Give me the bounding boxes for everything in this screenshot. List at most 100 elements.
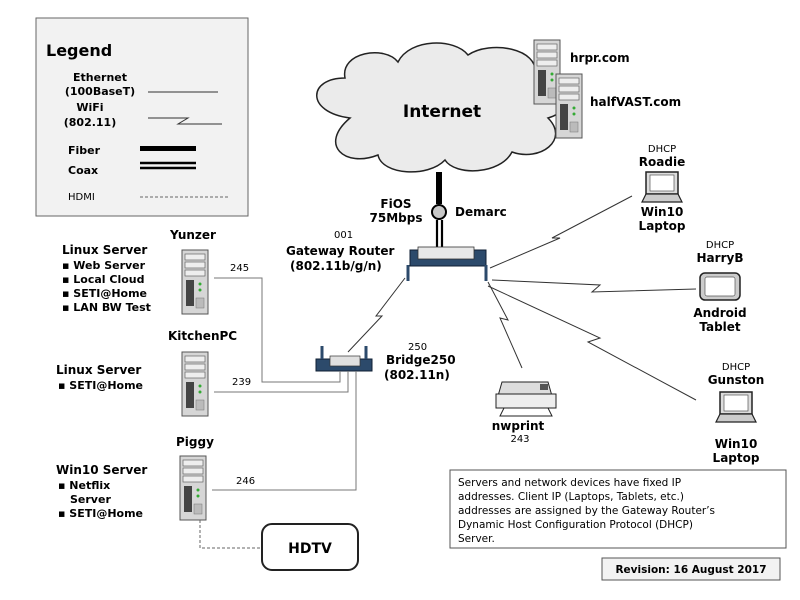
printer-ip: 243 <box>510 434 529 445</box>
internet-label: Internet <box>403 102 481 122</box>
gateway-router: 001 Gateway Router (802.11b/g/n) <box>286 230 488 281</box>
printer-name: nwprint <box>492 419 545 433</box>
piggy-service: ▪ SETI@Home <box>58 507 143 520</box>
gateway-name: Gateway Router <box>286 244 395 258</box>
gateway-ip: 001 <box>334 230 353 241</box>
internet-cloud: Internet <box>316 42 569 173</box>
legend-wifi-label-1: WiFi <box>76 101 103 114</box>
client-gunston: DHCP Gunston Win10 Laptop <box>708 362 765 465</box>
dhcp-note-line: addresses are assigned by the Gateway Ro… <box>458 505 715 517</box>
dhcp-note-box <box>449 469 787 549</box>
gunston-type-2: Laptop <box>713 451 760 465</box>
tablet-icon <box>699 272 741 301</box>
dhcp-note-line: Dynamic Host Configuration Protocol (DHC… <box>458 519 693 531</box>
legend-ethernet-label-2: (100BaseT) <box>65 85 135 98</box>
legend-coax-label: Coax <box>68 164 98 177</box>
wifi-link-gunston <box>487 285 697 401</box>
piggy-role: Win10 Server <box>56 463 147 477</box>
kitchenpc-service: ▪ SETI@Home <box>58 379 143 392</box>
revision-box <box>601 557 781 581</box>
bridge: 250 Bridge250 (802.11n) <box>315 342 456 382</box>
server-hrpr-label: hrpr.com <box>570 51 630 65</box>
server-halfvast: halfVAST.com <box>555 73 681 139</box>
wifi-link-bridge <box>347 277 406 353</box>
client-roadie: DHCP Roadie Win10 Laptop <box>639 144 686 233</box>
hdtv: HDTV <box>199 520 359 571</box>
legend-title: Legend <box>46 41 112 60</box>
yunzer-service: ▪ Local Cloud <box>62 273 145 286</box>
piggy-name: Piggy <box>176 435 214 449</box>
hdmi-link <box>199 520 262 549</box>
roadie-type-1: Win10 <box>641 205 684 219</box>
wifi-links <box>347 195 697 401</box>
printer-nwprint: nwprint 243 <box>492 381 557 445</box>
wifi-link-roadie <box>489 195 633 269</box>
uplink: FiOS 75Mbps Demarc <box>370 172 507 250</box>
ethernet-link-kitchenpc <box>214 371 349 393</box>
dhcp-note-line: addresses. Client IP (Laptops, Tablets, … <box>458 491 684 503</box>
legend-box <box>35 17 249 217</box>
legend: Legend Ethernet (100BaseT) WiFi (802.11)… <box>35 17 249 217</box>
server-hrpr: hrpr.com <box>533 39 630 105</box>
piggy-service: ▪ Netflix <box>58 479 110 492</box>
dhcp-note: Servers and network devices have fixed I… <box>449 469 787 549</box>
yunzer-role: Linux Server <box>62 243 147 257</box>
revision-label: Revision: 16 August 2017 <box>615 564 766 576</box>
fiber-link <box>436 172 442 204</box>
fios-label: FiOS <box>380 197 411 211</box>
server-tower-icon <box>181 249 209 315</box>
legend-wifi-label-2: (802.11) <box>64 116 117 129</box>
demarc-label: Demarc <box>455 205 507 219</box>
yunzer-service: ▪ SETI@Home <box>62 287 147 300</box>
server-piggy: Piggy 246 Win10 Server ▪ Netflix Server … <box>56 435 255 521</box>
hdtv-box <box>261 523 359 571</box>
printer-icon <box>495 381 557 417</box>
fios-speed-label: 75Mbps <box>370 211 423 225</box>
gateway-spec: (802.11b/g/n) <box>290 259 382 273</box>
server-tower-icon <box>179 455 207 521</box>
ethernet-link-piggy <box>212 371 357 491</box>
hdtv-label: HDTV <box>288 541 332 557</box>
piggy-service-cont: Server <box>70 493 111 506</box>
yunzer-service: ▪ Web Server <box>62 259 146 272</box>
kitchenpc-name: KitchenPC <box>168 329 237 343</box>
bridge-faceplate <box>329 355 361 367</box>
roadie-name: Roadie <box>639 155 685 169</box>
server-kitchenpc: KitchenPC 239 Linux Server ▪ SETI@Home <box>56 329 251 417</box>
dhcp-note-line: Servers and network devices have fixed I… <box>458 477 681 489</box>
bridge-ip: 250 <box>408 342 427 353</box>
gunston-name: Gunston <box>708 373 765 387</box>
legend-ethernet-label-1: Ethernet <box>73 71 127 84</box>
legend-hdmi-label: HDMI <box>68 192 95 203</box>
kitchenpc-ip: 239 <box>232 377 251 388</box>
ethernet-link-yunzer <box>214 277 341 383</box>
client-harryb: DHCP HarryB Android Tablet <box>693 240 746 334</box>
gunston-dhcp: DHCP <box>722 362 750 373</box>
laptop-icon <box>715 391 757 423</box>
wifi-link-harryb <box>491 279 697 293</box>
wifi-link-nwprint <box>487 281 523 369</box>
piggy-ip: 246 <box>236 476 255 487</box>
gunston-type-1: Win10 <box>715 437 758 451</box>
yunzer-name: Yunzer <box>169 228 216 242</box>
harryb-type-2: Tablet <box>699 320 741 334</box>
roadie-dhcp: DHCP <box>648 144 676 155</box>
laptop-icon <box>641 171 683 203</box>
server-tower-icon <box>181 351 209 417</box>
ethernet-links <box>212 277 357 491</box>
kitchenpc-role: Linux Server <box>56 363 141 377</box>
demarc-icon <box>431 204 447 220</box>
yunzer-service: ▪ LAN BW Test <box>62 301 151 314</box>
bridge-spec: (802.11n) <box>384 368 450 382</box>
legend-fiber-label: Fiber <box>68 144 101 157</box>
yunzer-ip: 245 <box>230 263 249 274</box>
harryb-type-1: Android <box>693 306 746 320</box>
server-yunzer: Yunzer 245 Linux Server ▪ Web Server ▪ L… <box>62 228 249 315</box>
harryb-name: HarryB <box>697 251 744 265</box>
legend-wifi-line <box>148 117 222 125</box>
revision: Revision: 16 August 2017 <box>601 557 781 581</box>
router-faceplate <box>417 246 475 260</box>
harryb-dhcp: DHCP <box>706 240 734 251</box>
server-tower-icon <box>555 73 583 139</box>
